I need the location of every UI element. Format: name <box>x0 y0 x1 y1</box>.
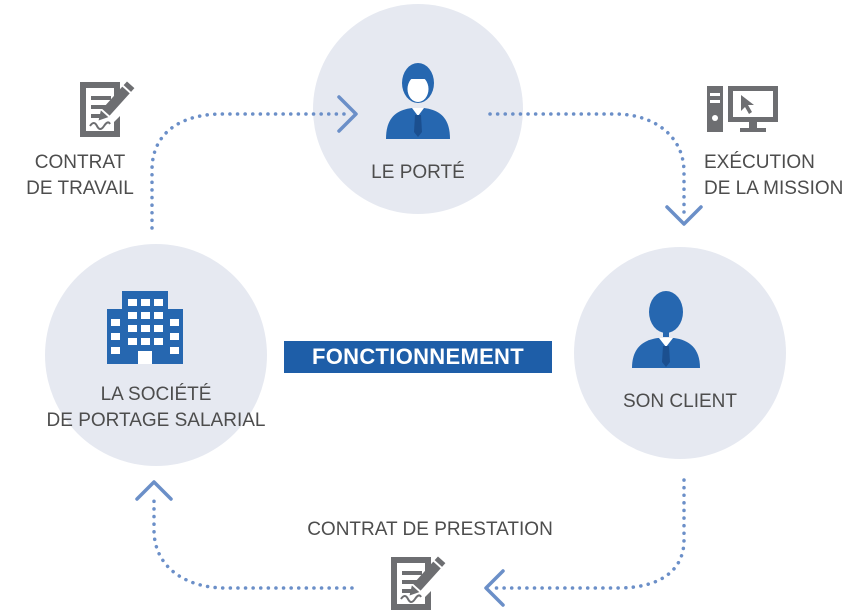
contrat-prestation-label: CONTRAT DE PRESTATION <box>307 519 553 540</box>
flow-arrow-porte-to-client <box>488 112 703 226</box>
flow-arrow-client-to-prestation <box>484 478 686 607</box>
flow-arrow-societe-to-porte <box>150 95 358 230</box>
client-label: SON CLIENT <box>622 391 738 412</box>
societe-label-line1: LA SOCIÉTÉ <box>100 384 212 405</box>
contrat-travail-line2: DE TRAVAIL <box>26 178 134 199</box>
contract-signature-icon <box>80 81 135 137</box>
contrat-travail-line1: CONTRAT <box>34 152 126 173</box>
diagram-title-badge: FONCTIONNEMENT <box>284 341 552 373</box>
flow-arrow-prestation-to-societe <box>135 480 354 590</box>
client-person-icon <box>632 291 700 368</box>
computer-workstation-icon <box>707 86 778 132</box>
contract-signature-icon <box>391 556 446 610</box>
execution-line2: DE LA MISSION <box>704 178 844 199</box>
person-tie-icon <box>386 63 450 139</box>
porte-label: LE PORTÉ <box>371 162 465 183</box>
societe-label-line2: DE PORTAGE SALARIAL <box>46 410 266 431</box>
execution-line1: EXÉCUTION <box>704 152 815 173</box>
office-building-icon <box>107 291 183 364</box>
